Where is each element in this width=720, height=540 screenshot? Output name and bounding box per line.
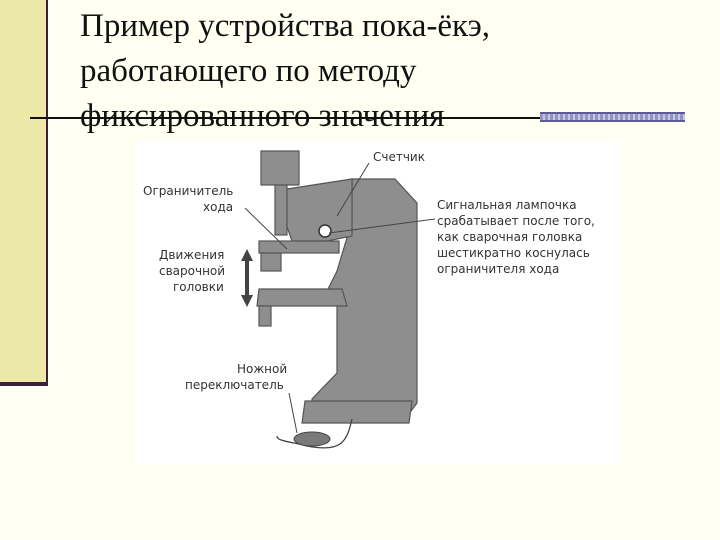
slide-title: Пример устройства пока-ёкэ, работающего … <box>80 4 700 139</box>
label-stroke-limiter-1: Ограничитель <box>143 184 233 198</box>
label-signal-lamp-3: как сварочная головка <box>437 230 582 244</box>
label-signal-lamp-4: шестикратно коснулась <box>437 246 590 260</box>
title-line-1: Пример устройства пока-ёкэ, <box>80 8 491 44</box>
machine-column <box>311 178 418 420</box>
motion-arrow-up <box>241 249 253 261</box>
counter-box <box>260 150 300 186</box>
welding-head-upper <box>258 240 340 254</box>
signal-lamp <box>318 224 332 238</box>
motion-arrow-shaft <box>245 259 249 297</box>
title-rule-bar <box>540 112 685 122</box>
label-head-motion-2: сварочной <box>159 264 225 278</box>
label-head-motion-1: Движения <box>159 248 224 262</box>
side-decoration-edge <box>0 382 48 386</box>
label-signal-lamp-2: срабатывает после того, <box>437 214 595 228</box>
machine-lower-arm <box>256 288 348 307</box>
stroke-limiter-pointer <box>244 207 288 250</box>
title-line-2: работающего по методу <box>80 53 417 89</box>
signal-lamp-pointer <box>328 218 436 234</box>
label-stroke-limiter-2: хода <box>203 200 233 214</box>
label-signal-lamp-5: ограничителя хода <box>437 262 559 276</box>
title-underline <box>30 117 552 119</box>
welding-machine-figure: Счетчик Ограничитель хода Движения сваро… <box>137 141 620 464</box>
label-signal-lamp-1: Сигнальная лампочка <box>437 198 577 212</box>
label-head-motion-3: головки <box>173 280 224 294</box>
title-line-3: фиксированного значения <box>80 98 445 134</box>
side-decoration-strip <box>0 0 46 382</box>
label-foot-switch-1: Ножной <box>237 362 287 376</box>
stroke-limiter-block <box>260 252 282 272</box>
label-foot-switch-2: переключатель <box>185 378 284 392</box>
foot-switch-pedal <box>293 431 331 447</box>
welding-machine-diagram: Счетчик Ограничитель хода Движения сваро… <box>143 150 595 449</box>
counter-stem <box>274 184 288 236</box>
counter-pointer <box>336 162 370 217</box>
side-decoration-line <box>46 0 48 386</box>
machine-base <box>301 400 413 424</box>
lower-electrode <box>258 305 272 327</box>
motion-arrow-down <box>241 295 253 307</box>
label-counter: Счетчик <box>373 150 425 164</box>
foot-switch-pointer <box>288 392 298 434</box>
